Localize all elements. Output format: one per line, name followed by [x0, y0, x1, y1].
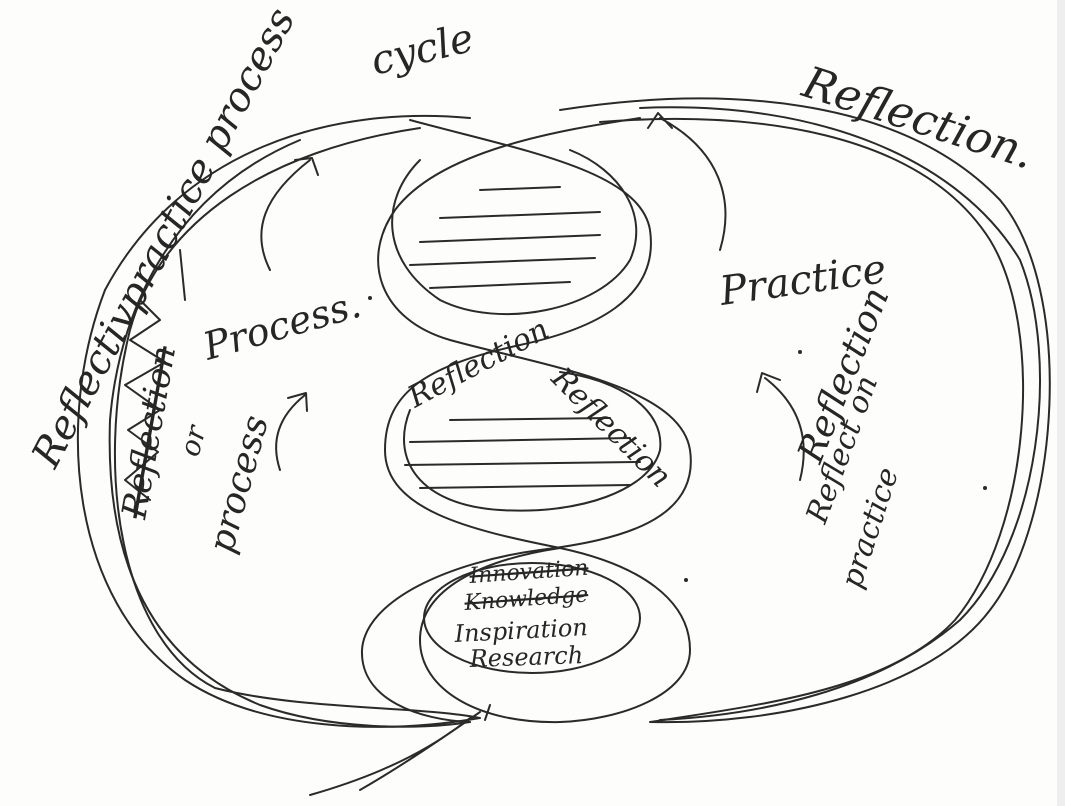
helix-strand-c: [391, 149, 638, 316]
reflection-center-a-label: Reflection: [401, 312, 554, 416]
page-edge: [1057, 0, 1065, 806]
outer-left-loop-2: [108, 139, 471, 728]
arrow-right-upper: [647, 112, 727, 251]
strike-reflection-label: Reflection: [114, 343, 184, 523]
process-label-left: Process.: [197, 282, 365, 369]
process-lower-left-label: process: [201, 411, 277, 557]
dot-mark: [368, 296, 372, 300]
arrow-left-lower: [275, 392, 308, 471]
inner-oval: [423, 562, 641, 674]
helix-strand-d: [403, 371, 662, 512]
dot-mark: [798, 350, 802, 354]
arrow-left-upper: [260, 157, 319, 271]
outer-right-loop: [559, 97, 1051, 724]
strike-scribble: [124, 249, 186, 501]
upper-rungs: [409, 186, 601, 289]
middle-rungs: [404, 417, 641, 489]
helix-strand-b: [360, 117, 692, 723]
inner-label-research: Research: [468, 641, 583, 673]
strike-or-label: or: [173, 420, 213, 459]
arrow-right-lower: [756, 372, 805, 481]
outer-left-loop: [76, 114, 481, 728]
dot-mark: [983, 486, 987, 490]
bottom-tail: [309, 704, 491, 796]
title-label-b: cycle: [366, 15, 478, 85]
helix-strand-a: [384, 119, 691, 724]
outer-right-loop-2: [639, 106, 1041, 721]
reflection-label-top-right: Reflection.: [796, 57, 1041, 180]
dot-mark: [684, 578, 688, 582]
